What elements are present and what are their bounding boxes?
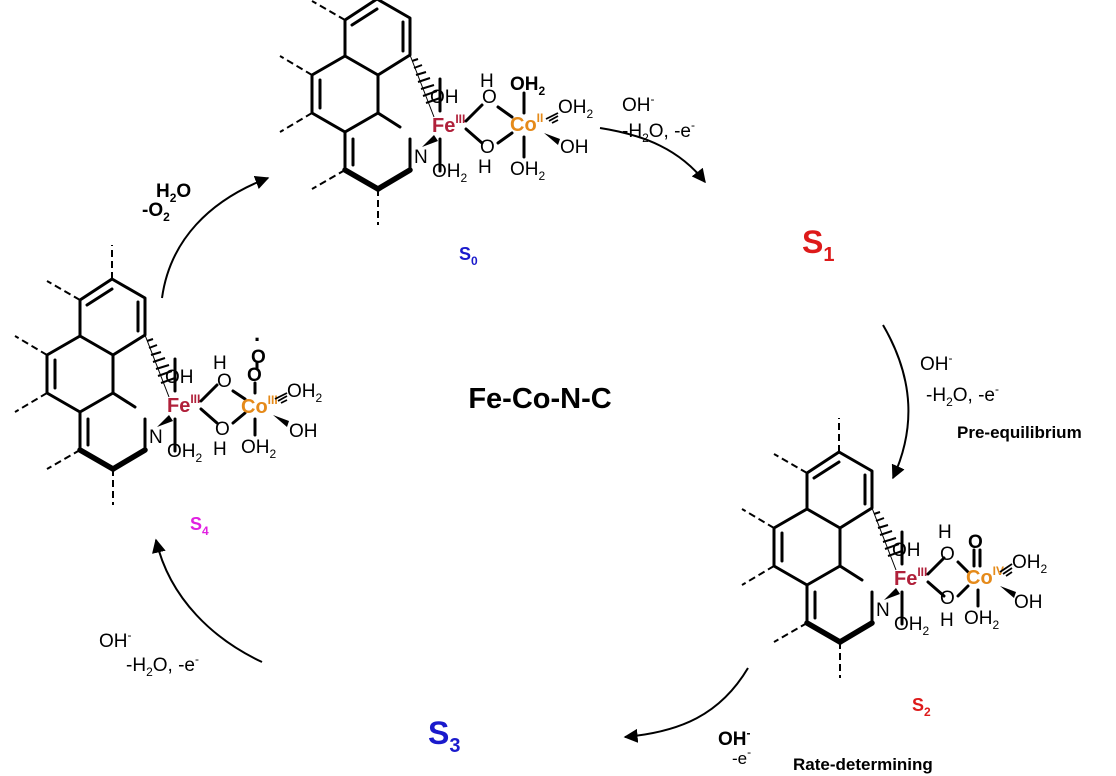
step-s3-s4-conditions: OH- -H2O, -e-	[99, 628, 199, 679]
svg-text:O: O	[968, 532, 983, 553]
svg-text:·: ·	[254, 327, 261, 352]
svg-text:OH2: OH2	[1012, 552, 1048, 576]
svg-text:H2O: H2O	[156, 181, 191, 205]
svg-text:FeIII: FeIII	[432, 112, 465, 137]
arrow-s1-to-s2	[882, 324, 910, 480]
svg-text:OH-: OH-	[622, 92, 655, 116]
state-label-s0: S0	[459, 244, 478, 268]
svg-text:OH: OH	[165, 367, 194, 388]
svg-text:N: N	[414, 147, 428, 168]
svg-text:OH: OH	[560, 137, 589, 158]
svg-text:CoII: CoII	[510, 111, 543, 136]
svg-text:-H2O, -e-: -H2O, -e-	[622, 118, 695, 145]
step-s0-s1-conditions: OH- -H2O, -e-	[622, 92, 695, 145]
svg-text:S2: S2	[912, 695, 931, 719]
svg-text:CoIII: CoIII	[241, 393, 278, 418]
svg-text:N: N	[149, 427, 163, 448]
svg-text:O: O	[482, 87, 497, 108]
svg-text:OH2: OH2	[287, 381, 323, 405]
svg-text:OH2: OH2	[241, 437, 277, 461]
step-s4-s0-conditions: H2O -O2	[142, 181, 191, 224]
svg-text:OH2: OH2	[894, 614, 930, 638]
svg-text:-H2O, -e-: -H2O, -e-	[926, 382, 999, 409]
structure-s0: N OH OH2 FeIII O H O H CoII OH2 OH2 OH2 …	[280, 0, 594, 225]
svg-text:-O2: -O2	[142, 200, 170, 224]
svg-text:O: O	[940, 544, 955, 565]
svg-text:CoIV: CoIV	[966, 564, 1004, 589]
arrow-s3-to-s4	[152, 538, 263, 663]
svg-text:-e-: -e-	[732, 745, 751, 768]
svg-text:Pre-equilibrium: Pre-equilibrium	[957, 423, 1082, 442]
arrow-s2-to-s3	[623, 667, 749, 743]
step-s1-s2-conditions: OH- -H2O, -e- Pre-equilibrium	[920, 351, 1082, 442]
svg-text:S4: S4	[190, 514, 209, 538]
svg-text:OH: OH	[289, 421, 318, 442]
svg-text:O: O	[251, 347, 266, 368]
svg-text:O: O	[247, 365, 262, 386]
svg-text:OH-: OH-	[718, 726, 751, 750]
state-label-s1: S1	[802, 224, 834, 266]
svg-text:FeIII: FeIII	[894, 565, 927, 590]
svg-text:H: H	[938, 522, 952, 543]
svg-text:Rate-determining: Rate-determining	[793, 755, 933, 774]
svg-text:O: O	[940, 588, 955, 609]
svg-text:S1: S1	[802, 224, 834, 266]
state-label-s2: S2	[912, 695, 931, 719]
svg-text:N: N	[876, 600, 890, 621]
structure-s4: N OH OH2 FeIII H O O H CoIII O O · OH2 O…	[15, 245, 323, 505]
center-label: Fe-Co-N-C	[468, 383, 611, 415]
svg-text:OH2: OH2	[432, 161, 468, 185]
svg-text:-H2O, -e-: -H2O, -e-	[126, 652, 199, 679]
svg-text:H: H	[213, 439, 227, 460]
svg-text:H: H	[480, 71, 494, 92]
svg-text:OH2: OH2	[167, 441, 203, 465]
arrow-s4-to-s0	[161, 175, 270, 299]
svg-text:S0: S0	[459, 244, 478, 268]
svg-text:OH-: OH-	[920, 351, 953, 375]
svg-text:H: H	[478, 157, 492, 178]
svg-text:FeIII: FeIII	[167, 392, 200, 417]
svg-text:O: O	[480, 137, 495, 158]
svg-text:OH: OH	[430, 87, 459, 108]
svg-text:OH: OH	[892, 540, 921, 561]
svg-text:O: O	[215, 419, 230, 440]
state-label-s4: S4	[190, 514, 209, 538]
svg-text:OH2: OH2	[558, 97, 594, 121]
arrow-s0-to-s1	[599, 127, 706, 184]
svg-text:OH: OH	[1014, 592, 1043, 613]
svg-text:H: H	[940, 610, 954, 631]
svg-text:OH2: OH2	[964, 608, 1000, 632]
step-s2-s3-conditions: OH- -e- Rate-determining	[718, 726, 933, 774]
svg-text:OH-: OH-	[99, 628, 132, 652]
state-label-s3: S3	[428, 715, 460, 757]
svg-text:O: O	[217, 371, 232, 392]
svg-text:OH2: OH2	[510, 159, 546, 183]
svg-text:OH2: OH2	[510, 74, 546, 98]
svg-text:S3: S3	[428, 715, 460, 757]
svg-text:H: H	[213, 353, 227, 374]
structure-s2: N OH OH2 FeIII H O O H CoIV O OH2 OH2 OH	[742, 418, 1048, 678]
